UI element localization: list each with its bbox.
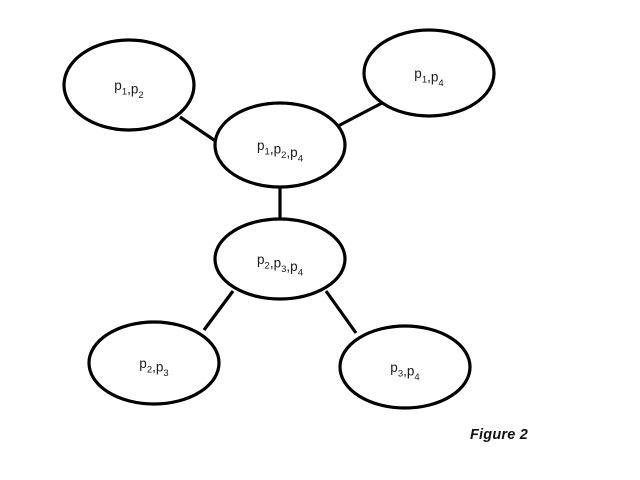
node-ellipse-p2p3p4[interactable] <box>213 217 347 301</box>
edge-p2p3p4-p2p3 <box>202 290 235 331</box>
figure-caption: Figure 2 <box>470 427 528 443</box>
edge-p1p2p4-p1p4 <box>337 101 383 128</box>
node-ellipse-p1p2p4[interactable] <box>213 101 347 189</box>
node-label-p2p3: p2,p3 <box>139 356 168 380</box>
node-ellipse-p1p2[interactable] <box>62 38 196 132</box>
edge-p1p2-p1p2p4 <box>179 115 221 146</box>
edges-group <box>179 101 383 334</box>
node-ellipse-p3p4[interactable] <box>338 324 472 410</box>
node-label-p1p2: p1,p2 <box>114 78 143 102</box>
node-label-p3p4: p3,p4 <box>390 360 419 384</box>
node-label-p1p2p4: p1,p2,p4 <box>257 138 303 165</box>
node-p2p3p4[interactable]: p2,p3,p4 <box>213 217 347 301</box>
nodes-group: p1,p2 p1,p4 p1,p2,p4 p2,p3,p4 p2,p3 p3,p4 <box>62 28 496 410</box>
node-label-p2p3p4: p2,p3,p4 <box>257 252 303 279</box>
node-p1p2[interactable]: p1,p2 <box>62 38 196 132</box>
node-ellipse-p1p4[interactable] <box>362 28 496 118</box>
node-p2p3[interactable]: p2,p3 <box>87 320 221 406</box>
edge-p2p3p4-p3p4 <box>324 290 358 334</box>
node-p1p2p4[interactable]: p1,p2,p4 <box>213 101 347 189</box>
node-ellipse-p2p3[interactable] <box>87 320 221 406</box>
node-p3p4[interactable]: p3,p4 <box>338 324 472 410</box>
node-p1p4[interactable]: p1,p4 <box>362 28 496 118</box>
node-label-p1p4: p1,p4 <box>414 66 443 90</box>
